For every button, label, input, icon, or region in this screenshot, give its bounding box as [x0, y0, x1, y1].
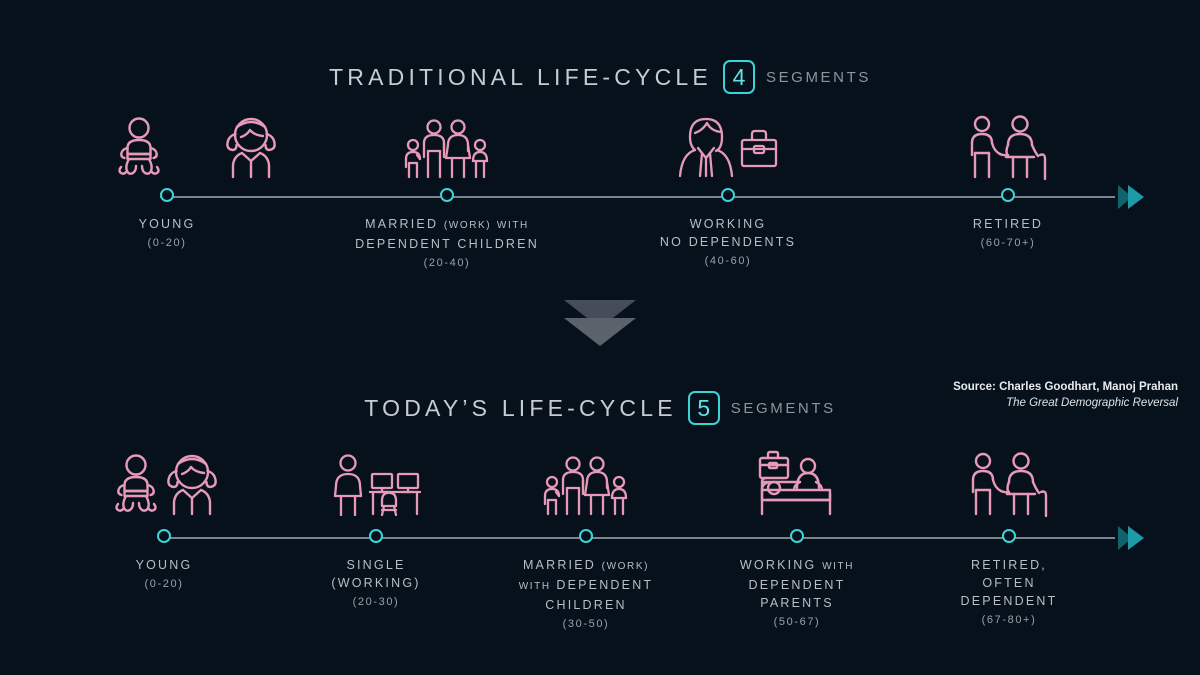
traditional-label-working-age: (40-60) — [704, 255, 752, 267]
icon-businesswoman-briefcase-traditional — [676, 115, 780, 184]
today-label-retired-line3: DEPENDENT — [960, 594, 1058, 608]
traditional-label-young-age: (0-20) — [147, 237, 187, 249]
icon-baby-and-girl-today — [108, 452, 220, 521]
traditional-label-working: WORKING NO DEPENDENTS (40-60) — [660, 215, 796, 270]
today-label-married-age: (30-50) — [562, 618, 610, 630]
today-label-married-paren: (WORK) — [601, 561, 650, 572]
traditional-dot-married[interactable] — [440, 188, 454, 202]
traditional-label-married-with: WITH — [496, 220, 529, 231]
traditional-label-married-paren: (WORK) — [443, 220, 492, 231]
today-label-retired-line1: RETIRED, — [971, 558, 1047, 572]
today-dot-young[interactable] — [157, 529, 171, 543]
source-credit: Source: Charles Goodhart, Manoj Prahan T… — [953, 379, 1178, 411]
today-label-married: MARRIED (WORK) WITH DEPENDENT CHILDREN (… — [519, 556, 654, 633]
traditional-timeline-line — [160, 196, 1115, 198]
traditional-label-retired: RETIRED (60-70+) — [973, 215, 1043, 252]
today-label-single-line1: SINGLE — [346, 558, 406, 572]
traditional-label-working-line2: NO DEPENDENTS — [659, 235, 797, 249]
icon-elderly-couple-today — [959, 450, 1059, 523]
icon-baby-and-girl-traditional — [111, 115, 223, 184]
today-label-single-line2: (WORKING) — [331, 576, 421, 590]
icon-family-four-traditional — [401, 115, 493, 184]
icon-single-desk-today — [326, 452, 426, 521]
today-title: TODAY’S LIFE-CYCLE — [364, 394, 677, 421]
today-timeline-line — [160, 537, 1115, 539]
icon-elderly-couple-traditional — [958, 113, 1058, 186]
today-label-single: SINGLE (WORKING) (20-30) — [331, 556, 420, 611]
today-label-married-line2: DEPENDENT — [556, 578, 654, 592]
today-dot-single[interactable] — [369, 529, 383, 543]
traditional-dot-working[interactable] — [721, 188, 735, 202]
traditional-label-young-line1: YOUNG — [138, 217, 196, 231]
today-label-young: YOUNG (0-20) — [136, 556, 193, 593]
today-timeline — [0, 526, 1200, 550]
today-dot-married[interactable] — [579, 529, 593, 543]
today-label-married-line1: MARRIED — [522, 558, 596, 572]
today-label-single-age: (20-30) — [352, 596, 400, 608]
today-label-working-with: WITH — [822, 561, 855, 572]
traditional-label-working-line1: WORKING — [689, 217, 767, 231]
traditional-label-young: YOUNG (0-20) — [139, 215, 196, 252]
today-label-retired-age: (67-80+) — [981, 614, 1037, 626]
today-label-working-age: (50-67) — [773, 616, 821, 628]
traditional-timeline-arrow-icon — [1118, 185, 1144, 209]
source-line-2: The Great Demographic Reversal — [1006, 397, 1178, 409]
traditional-dot-retired[interactable] — [1001, 188, 1015, 202]
traditional-label-married: MARRIED (WORK) WITH DEPENDENT CHILDREN (… — [355, 215, 539, 272]
today-label-retired: RETIRED, OFTEN DEPENDENT (67-80+) — [961, 556, 1058, 629]
traditional-segment-count-badge: 4 — [722, 60, 755, 94]
today-label-young-age: (0-20) — [144, 578, 184, 590]
today-label-young-line1: YOUNG — [135, 558, 193, 572]
double-chevron-down-icon — [564, 300, 636, 346]
traditional-segments-word: SEGMENTS — [765, 68, 871, 86]
icon-family-four-today — [540, 452, 632, 521]
traditional-label-retired-line1: RETIRED — [972, 217, 1044, 231]
traditional-label-married-age: (20-40) — [423, 257, 471, 269]
traditional-title-row: TRADITIONAL LIFE-CYCLE 4 SEGMENTS — [0, 60, 1200, 94]
today-label-married-line3: CHILDREN — [545, 598, 627, 612]
today-label-working-line2: DEPENDENT — [748, 578, 846, 592]
today-label-working: WORKING WITH DEPENDENT PARENTS (50-67) — [740, 556, 854, 631]
traditional-dot-young[interactable] — [160, 188, 174, 202]
traditional-label-married-line2: DEPENDENT CHILDREN — [355, 237, 539, 251]
today-timeline-arrow-icon — [1118, 526, 1144, 550]
today-segments-word: SEGMENTS — [730, 399, 836, 417]
today-label-working-line3: PARENTS — [760, 596, 834, 610]
today-dot-working[interactable] — [790, 529, 804, 543]
today-label-working-line1: WORKING — [739, 558, 817, 572]
source-line-1: Source: Charles Goodhart, Manoj Prahan — [953, 381, 1178, 393]
traditional-title: TRADITIONAL LIFE-CYCLE — [329, 63, 712, 90]
today-label-retired-line2: OFTEN — [982, 576, 1036, 590]
traditional-label-married-line1: MARRIED — [365, 217, 439, 231]
icon-bed-care-briefcase-today — [742, 448, 852, 523]
today-title-row: TODAY’S LIFE-CYCLE 5 SEGMENTS — [0, 391, 1200, 425]
traditional-timeline — [0, 185, 1200, 209]
today-segment-count-badge: 5 — [687, 391, 720, 425]
today-label-married-with: WITH — [518, 581, 551, 592]
traditional-label-retired-age: (60-70+) — [980, 237, 1036, 249]
today-dot-retired[interactable] — [1002, 529, 1016, 543]
